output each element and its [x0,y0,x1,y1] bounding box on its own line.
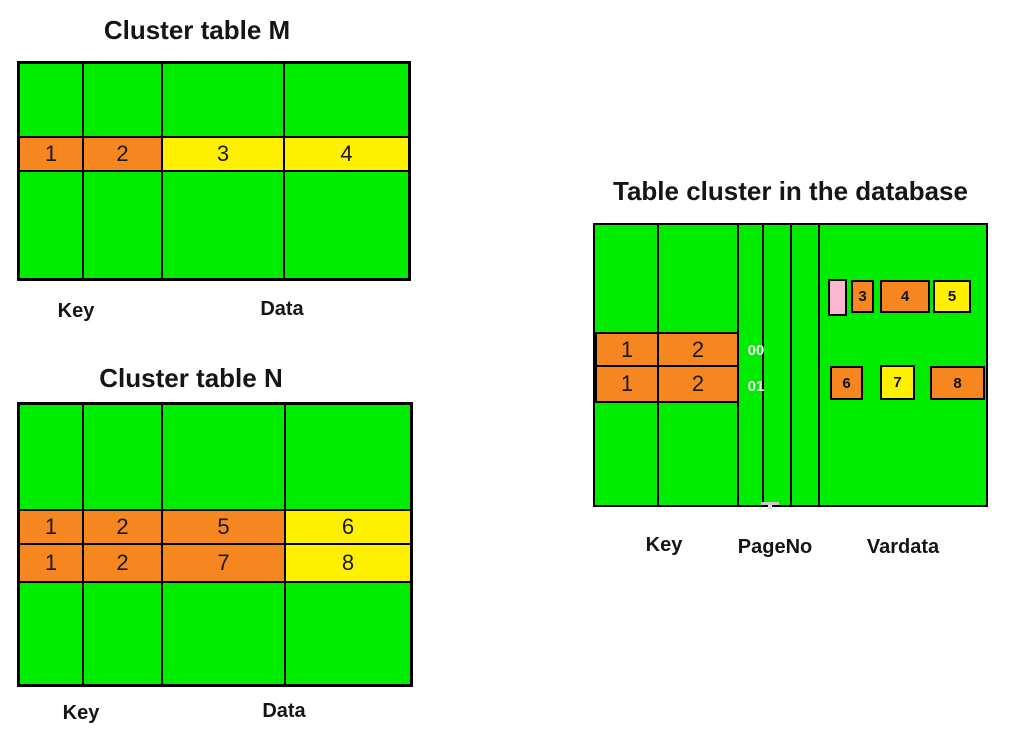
db-key-cell: 2 [657,365,739,403]
db-column-divider [818,225,820,505]
table-n-empty-cell [285,404,411,510]
table-n-key-cell: 2 [83,544,162,582]
cluster-table-n: 1 2 5 6 1 2 7 8 [17,402,413,687]
table-n-empty-cell [83,404,162,510]
db-vardata-box: 6 [830,366,863,400]
table-n-data-cell: 8 [285,544,411,582]
db-pageno-label: PageNo [737,536,813,558]
table-n-empty-cell [285,582,411,685]
table-n-key-cell: 1 [19,510,83,544]
table-n-key-cell: 2 [83,510,162,544]
db-pageno-value: 01 [747,377,765,395]
db-vardata-box [828,279,847,316]
cluster-table-n-title: Cluster table N [99,363,283,393]
db-cluster-table: 1 2 1 2 00 01 3 4 5 6 7 8 [593,223,988,509]
table-m-empty-cell [162,171,284,279]
table-n-key-cell: 1 [19,544,83,582]
cluster-table-m: 1 2 3 4 [17,61,411,281]
table-m-data-cell: 4 [284,137,409,171]
table-n-data-cell: 5 [162,510,285,544]
table-m-empty-cell [284,63,409,137]
cursor-artifact [761,502,779,505]
db-cluster-title: Table cluster in the database [613,176,968,206]
table-n-empty-cell [162,582,285,685]
db-key-cell: 2 [657,332,739,367]
table-m-empty-cell [83,171,162,279]
cursor-artifact [768,505,772,509]
table-n-empty-cell [19,404,83,510]
table-m-empty-cell [19,63,83,137]
table-m-empty-cell [162,63,284,137]
db-vardata-box: 7 [880,365,915,400]
db-pageno-value: 00 [747,341,765,359]
db-column-divider [790,225,792,505]
table-n-data-cell: 7 [162,544,285,582]
db-vardata-label: Vardata [866,536,940,558]
table-m-empty-cell [284,171,409,279]
cluster-table-m-title: Cluster table M [103,15,291,45]
table-n-data-label: Data [262,700,306,722]
table-n-data-cell: 6 [285,510,411,544]
table-n-empty-cell [83,582,162,685]
table-m-empty-cell [83,63,162,137]
table-n-key-label: Key [62,702,100,724]
db-vardata-box: 4 [880,280,930,313]
table-m-key-cell: 1 [19,137,83,171]
table-n-empty-cell [162,404,285,510]
table-m-data-label: Data [260,298,304,320]
table-m-empty-cell [19,171,83,279]
db-vardata-box: 5 [933,280,971,313]
db-key-label: Key [645,534,683,556]
db-vardata-box: 8 [930,366,985,400]
table-n-empty-cell [19,582,83,685]
db-column-divider [762,225,764,505]
db-key-cell: 1 [595,332,659,367]
db-vardata-box: 3 [851,280,874,313]
table-m-key-cell: 2 [83,137,162,171]
db-key-cell: 1 [595,365,659,403]
table-m-data-cell: 3 [162,137,284,171]
table-m-key-label: Key [57,300,95,322]
